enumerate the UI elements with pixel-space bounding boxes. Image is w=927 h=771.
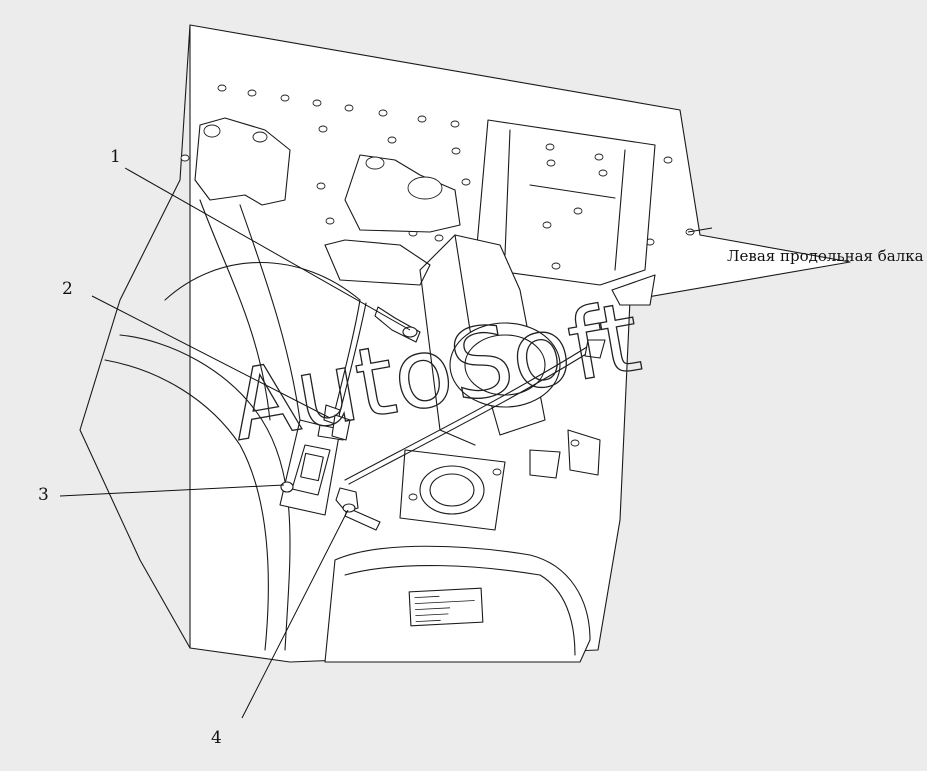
callout-1: 1 xyxy=(110,147,121,167)
panel-holes xyxy=(180,84,695,246)
callout-3: 3 xyxy=(38,485,49,505)
callout-2: 2 xyxy=(62,279,73,299)
right-brackets xyxy=(529,274,656,479)
tank xyxy=(324,545,591,663)
sensor-cable xyxy=(344,339,606,485)
center-bracket xyxy=(324,154,461,286)
sensor-probe-4 xyxy=(335,487,381,531)
connector-2 xyxy=(323,404,351,441)
tank-label-lines xyxy=(414,595,475,623)
sensor-probe-1 xyxy=(334,299,421,413)
square-flange xyxy=(399,449,506,531)
left-bracket xyxy=(194,117,301,421)
leader-lines xyxy=(59,167,713,719)
callout-4: 4 xyxy=(211,728,222,748)
side-member-label: Левая продольная балка xyxy=(727,247,924,265)
crossmember xyxy=(474,119,656,286)
fender xyxy=(104,334,291,651)
control-module xyxy=(279,419,346,516)
